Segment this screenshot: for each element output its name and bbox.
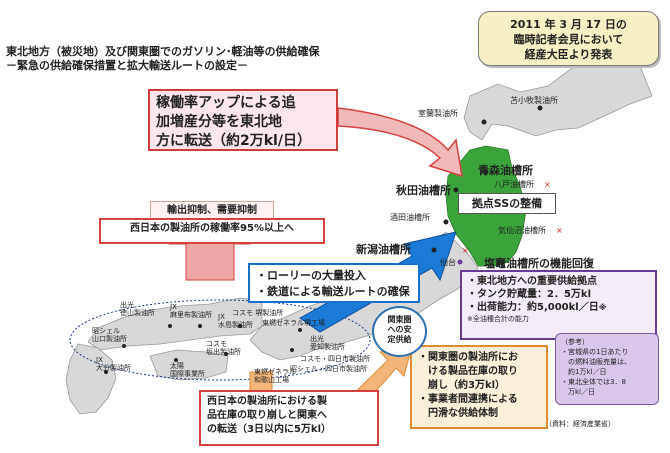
route-line-2: ・鉄道による輸送ルートの確保 [256, 285, 410, 298]
refinery-dot [537, 105, 543, 111]
west2-line-3: の転送（3日以内に5万kl） [207, 424, 331, 435]
hachinohe-mark: × [544, 180, 551, 189]
kyushu-shape [65, 343, 117, 415]
west-inventory-callout: 西日本の製油所における製 品在庫の取り崩しと関東へ の転送（3日以内に5万kl） [199, 390, 379, 446]
route-line-1: ・ローリーの大量投入 [256, 269, 366, 282]
reference-title: （参考） [561, 338, 589, 346]
base-ss-label: 拠点SSの整備 [458, 193, 556, 214]
jx-mizushima-label: JX 水島製油所 [218, 313, 253, 329]
aomori-label: 青森油槽所 [478, 164, 533, 177]
tonen-sakai-label: 東燃ゼネラル堺工場 [262, 319, 325, 327]
reference-line-2: の燃料油販売量は、 [561, 358, 631, 366]
title-line-1: 東北地方（被災地）及び関東圏でのガソリン･軽油等の供給確保 [6, 45, 320, 58]
akita-label: 秋田油槽所 [396, 184, 451, 197]
kanto-circle-line-1: 関東圏 [387, 315, 412, 324]
tomakomai-label: 苫小牧製油所 [510, 96, 558, 105]
refinery-dot [168, 324, 172, 328]
jx-oita-label: JX 大分製油所 [96, 356, 131, 372]
sendai-mark: × [462, 246, 469, 255]
idemitsu-tokuyama-label: 出光 徳山製油所 [120, 301, 155, 317]
refinery-dot [457, 259, 463, 265]
showa-yokkaichi-label: 昭シェル・四日市製油所 [290, 365, 367, 373]
transfer-callout: 稼働率アップによる追 加増産分等を東北地 方に転送（約2万kl/日） [148, 89, 338, 151]
refinery-dot [224, 352, 228, 356]
kesennuma-mark: × [556, 226, 563, 235]
transfer-line-2: 加増産分等を東北地 [156, 114, 282, 130]
sendai-label: 仙台 [440, 258, 456, 267]
refinery-dot [174, 358, 178, 362]
cosmo-yokkaichi-label: コスモ・四日市製油所 [300, 355, 370, 363]
niigata-label: 新潟油槽所 [356, 243, 411, 256]
refinery-dot [483, 169, 489, 175]
sakata-label: 酒田油槽所 [390, 213, 430, 222]
transfer-line-3: 方に転送（約2万kl/日） [156, 133, 311, 149]
source-note: （資料：経済産業省） [545, 420, 615, 428]
refinery-dot [238, 324, 242, 328]
cosmo-sakaide-label: コスモ 坂出製油所 [206, 340, 241, 356]
west-operating-rate-label: 西日本の製油所の稼働率95%以上へ [99, 218, 325, 244]
shiogama-line-2: ・タンク貯蔵量：2．5万kl [467, 289, 591, 300]
refinery-dot [298, 328, 302, 332]
jx-marifu-label: JX 麻里布製油所 [170, 303, 212, 319]
reference-line-1: ・宮城県の1日あたり [561, 348, 629, 356]
transfer-line-1: 稼働率アップによる追 [156, 95, 296, 111]
kanto-line-5: 円滑な供給体制 [418, 408, 498, 419]
kanto-line-3: 崩し（約3万kl） [418, 380, 506, 391]
shiogama-callout: ・東北地方への重要供給拠点 ・タンク貯蔵量：2．5万kl ・出荷能力：約5,00… [460, 270, 657, 340]
showa-yamaguchi-label: 昭シェル 山口製油所 [92, 327, 127, 343]
tonen-wakayama-label: 東燃ゼネラル 和歌山工場 [254, 368, 296, 384]
refinery-dot [290, 348, 294, 352]
hokkaido-shape [463, 47, 653, 141]
notice-line-3: 経産大臣より発表 [524, 48, 613, 61]
reference-line-3: 約1万kl／日 [561, 368, 607, 376]
west2-line-2: 品在庫の取り崩しと関東へ [207, 410, 327, 421]
taiyo-label: 太陽 国際事業所 [170, 362, 205, 378]
notice-line-2: 臨時記者会見において [513, 33, 624, 46]
refinery-dot [443, 219, 449, 225]
page-title: 東北地方（被災地）及び関東圏でのガソリン･軽油等の供給確保 －緊急の供給確保措置… [6, 45, 320, 73]
refinery-dot [104, 370, 108, 374]
kanto-line-4: ・事業者間連携による [418, 394, 518, 405]
hachinohe-label: 八戸油槽所 [494, 180, 534, 189]
honshu-west-shape [87, 297, 263, 351]
kanto-circle-line-3: 定供給 [387, 335, 412, 344]
reference-line-4: ・東北全体では3．8 [561, 378, 626, 386]
refinery-dot [431, 247, 437, 253]
notice-line-1: 2011 年 3 月 17 日の [510, 18, 627, 31]
kanto-supply-circle: 関東圏 への安 定供給 [372, 306, 427, 357]
shiogama-title: 塩竈油槽所の機能回復 [484, 257, 594, 270]
announcement-box: 2011 年 3 月 17 日の 臨時記者会見において 経産大臣より発表 [478, 11, 659, 66]
red-transfer-arrow [337, 107, 463, 178]
refinery-dot [481, 119, 487, 125]
refinery-dot [122, 344, 126, 348]
title-line-2: －緊急の供給確保措置と拡大輸送ルートの設定－ [6, 59, 248, 72]
kanto-callout: ・関東圏の製油所にお ける製品在庫の取り 崩し（約3万kl） ・事業者間連携によ… [410, 345, 548, 429]
reference-box: （参考） ・宮城県の1日あたり の燃料油販売量は、 約1万kl／日 ・東北全体で… [555, 333, 659, 405]
kanto-line-1: ・関東圏の製油所にお [418, 352, 518, 363]
shiogama-line-1: ・東北地方への重要供給拠点 [467, 276, 597, 287]
shiogama-line-3: ・出荷能力：約5,000kl／日 [467, 302, 599, 313]
muroran-label: 室蘭製油所 [418, 109, 458, 118]
west2-line-1: 西日本の製油所における製 [207, 396, 327, 407]
kanto-circle-line-2: への安 [387, 325, 412, 334]
kanto-line-2: ける製品在庫の取り [418, 366, 518, 377]
shiogama-star: ※ [598, 303, 607, 312]
kesennuma-label: 気仙沼油槽所 [498, 226, 546, 235]
cosmo-sakai-label: コスモ 堺製油所 [232, 309, 284, 317]
refinery-dot [198, 324, 202, 328]
shiogama-note: ※全油種合計の能力 [467, 315, 529, 323]
western-refinery-oval [69, 299, 371, 381]
reference-line-5: 万kl／日 [561, 388, 595, 396]
refinery-dot [453, 187, 459, 193]
idemitsu-aichi-label: 出光 愛知製油所 [310, 335, 345, 351]
route-callout: ・ローリーの大量投入 ・鉄道による輸送ルートの確保 [248, 263, 420, 303]
